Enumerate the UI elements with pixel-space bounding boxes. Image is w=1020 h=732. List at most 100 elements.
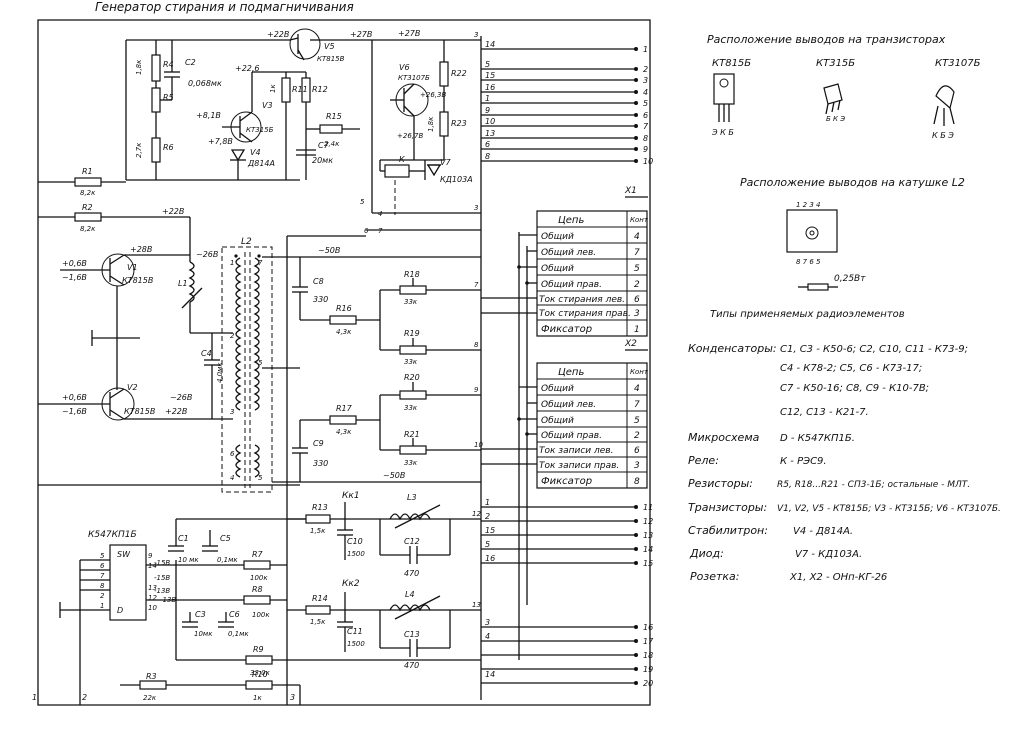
- svg-text:5: 5: [485, 60, 490, 69]
- svg-text:3: 3: [230, 408, 234, 416]
- svg-text:16: 16: [643, 623, 653, 632]
- svg-text:1: 1: [485, 94, 490, 103]
- svg-text:Ток записи лев.: Ток записи лев.: [539, 446, 613, 456]
- svg-text:Б К Э: Б К Э: [826, 115, 845, 123]
- svg-text:15: 15: [643, 559, 653, 568]
- svg-text:Цепь: Цепь: [558, 367, 584, 378]
- svg-text:Общий прав.: Общий прав.: [541, 431, 602, 441]
- svg-text:15: 15: [485, 526, 495, 535]
- svg-text:12: 12: [643, 517, 653, 526]
- svg-text:+22,6: +22,6: [235, 64, 260, 73]
- svg-text:Ток записи прав.: Ток записи прав.: [539, 461, 619, 471]
- svg-text:R2: R2: [82, 203, 93, 212]
- svg-text:33,0к: 33,0к: [250, 669, 271, 677]
- svg-text:Типы применяемых радиоэлементо: Типы применяемых радиоэлементов: [710, 309, 905, 320]
- svg-text:2: 2: [643, 65, 648, 74]
- svg-text:+27В: +27В: [350, 30, 372, 39]
- svg-text:3: 3: [485, 618, 490, 627]
- svg-text:8: 8: [485, 152, 490, 161]
- svg-text:X1, X2 - ОНп-КГ-26: X1, X2 - ОНп-КГ-26: [789, 572, 887, 583]
- svg-text:~1,6В: ~1,6В: [62, 407, 87, 416]
- svg-text:+0,6В: +0,6В: [62, 393, 87, 402]
- svg-text:4,0мк: 4,0мк: [216, 362, 224, 383]
- svg-text:4: 4: [378, 210, 382, 218]
- svg-text:1,5к: 1,5к: [310, 527, 326, 535]
- svg-text:R16: R16: [336, 304, 352, 313]
- svg-text:C9: C9: [313, 439, 324, 448]
- svg-text:R5: R5: [163, 93, 174, 102]
- svg-text:1: 1: [485, 498, 490, 507]
- svg-text:Резисторы:: Резисторы:: [688, 477, 753, 490]
- svg-text:R5, R18...R21 - СП3-1Б; остал: R5, R18...R21 - СП3-1Б; остальные - МЛТ.: [777, 480, 970, 490]
- svg-text:Стабилитрон:: Стабилитрон:: [688, 524, 768, 537]
- svg-text:+26,7В: +26,7В: [397, 132, 423, 140]
- svg-text:3: 3: [474, 31, 478, 39]
- svg-text:6: 6: [230, 450, 235, 458]
- svg-text:C12: C12: [404, 537, 420, 546]
- svg-text:-15В: -15В: [154, 559, 170, 567]
- svg-text:Общий лев.: Общий лев.: [541, 400, 596, 410]
- svg-text:К547КП1Б: К547КП1Б: [88, 530, 137, 540]
- svg-text:C13: C13: [404, 630, 420, 639]
- svg-text:Д814А: Д814А: [247, 159, 275, 168]
- svg-text:7: 7: [258, 259, 263, 267]
- svg-text:КТ3107Б: КТ3107Б: [398, 74, 430, 82]
- svg-text:Кк2: Кк2: [342, 579, 360, 589]
- svg-text:C11: C11: [347, 627, 363, 636]
- svg-text:6: 6: [634, 295, 640, 305]
- stabilizer-section: R4 1,8к R5 R6 2,7к C2 0,068мк V3 КТ315Б …: [125, 28, 481, 181]
- svg-text:14: 14: [643, 545, 653, 554]
- svg-text:Ток стирания лев.: Ток стирания лев.: [539, 295, 625, 305]
- svg-text:1500: 1500: [347, 640, 365, 648]
- svg-text:V7: V7: [440, 158, 451, 167]
- svg-text:R1: R1: [82, 167, 93, 176]
- svg-text:R22: R22: [451, 69, 467, 78]
- svg-text:Общий: Общий: [541, 384, 574, 394]
- svg-text:C8: C8: [313, 277, 324, 286]
- svg-text:6: 6: [100, 562, 105, 570]
- svg-text:С12, С13 - К21-7.: С12, С13 - К21-7.: [780, 407, 869, 418]
- svg-text:V6: V6: [399, 63, 410, 72]
- svg-text:10: 10: [474, 441, 483, 449]
- svg-text:10: 10: [643, 157, 653, 166]
- svg-text:Конт: Конт: [630, 216, 649, 224]
- svg-text:SW: SW: [117, 550, 131, 559]
- svg-text:18: 18: [643, 651, 653, 660]
- svg-text:C3: C3: [195, 610, 206, 619]
- svg-text:330: 330: [313, 459, 328, 468]
- svg-text:+22В: +22В: [165, 407, 187, 416]
- svg-text:2: 2: [634, 280, 640, 290]
- svg-text:C1: C1: [178, 534, 189, 543]
- svg-text:10 мк: 10 мк: [178, 556, 199, 564]
- svg-text:9: 9: [148, 552, 153, 560]
- svg-text:1к: 1к: [253, 694, 262, 702]
- svg-text:2: 2: [82, 693, 87, 702]
- svg-text:1,5к: 1,5к: [310, 618, 326, 626]
- svg-text:R3: R3: [146, 672, 157, 681]
- svg-text:R10: R10: [252, 670, 268, 679]
- svg-text:19: 19: [643, 665, 653, 674]
- svg-text:Реле:: Реле:: [688, 454, 719, 467]
- svg-text:R7: R7: [252, 550, 264, 559]
- svg-text:L3: L3: [407, 493, 417, 502]
- filter-section: Кк1 R13 1,5к C10 1500 L3 C12 470 Кк2 R14…: [287, 491, 481, 670]
- svg-text:C10: C10: [347, 537, 363, 546]
- svg-text:~50В: ~50В: [318, 246, 340, 255]
- svg-text:КТ815В: КТ815В: [124, 407, 155, 416]
- svg-text:22к: 22к: [143, 694, 157, 702]
- svg-text:9: 9: [474, 386, 479, 394]
- svg-text:10: 10: [485, 117, 495, 126]
- relay-section: +27В V6 КТ3107Б +26,3В +26,7В R22 R23 1,…: [360, 29, 481, 235]
- svg-text:8: 8: [100, 582, 105, 590]
- svg-text:0,068мк: 0,068мк: [188, 79, 222, 88]
- svg-text:Диод:: Диод:: [689, 547, 724, 560]
- svg-text:5: 5: [643, 99, 648, 108]
- svg-text:5: 5: [634, 264, 640, 274]
- svg-text:4: 4: [643, 88, 648, 97]
- svg-text:КТ315Б: КТ315Б: [816, 58, 855, 69]
- svg-text:C6: C6: [229, 610, 240, 619]
- svg-text:4: 4: [634, 232, 640, 242]
- svg-text:3: 3: [634, 461, 640, 471]
- svg-text:V2: V2: [127, 383, 138, 392]
